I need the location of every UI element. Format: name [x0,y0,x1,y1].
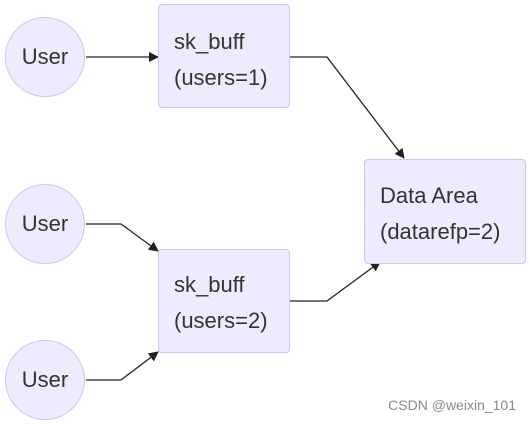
sk-buff-node-1: sk_buff (users=1) [158,4,290,108]
edge-user2-to-skbuff2 [86,223,159,252]
sk-buff-node-2: sk_buff (users=2) [158,249,290,353]
sk-buff-node-1-name: sk_buff [174,29,245,54]
edge-user3-to-skbuff2 [86,351,159,381]
user-node-1-label: User [21,44,69,69]
sk-buff-node-2-users: (users=2) [174,308,268,333]
user-node-3: User [5,340,85,420]
user-node-2: User [5,184,85,264]
user-node-2-label: User [21,211,69,236]
watermark-text: CSDN @weixin_101 [388,397,516,413]
data-area-node-refcount: (datarefp=2) [380,219,501,244]
user-node-3-label: User [21,367,69,392]
data-area-node-name: Data Area [380,183,478,208]
sk-buff-node-1-users: (users=1) [174,65,268,90]
edge-skbuff1-to-data-area [290,56,405,159]
sk-buff-node-2-name: sk_buff [174,272,245,297]
edge-skbuff2-to-data-area [290,261,381,302]
data-area-node: Data Area (datarefp=2) [364,159,526,264]
user-node-1: User [5,17,85,97]
